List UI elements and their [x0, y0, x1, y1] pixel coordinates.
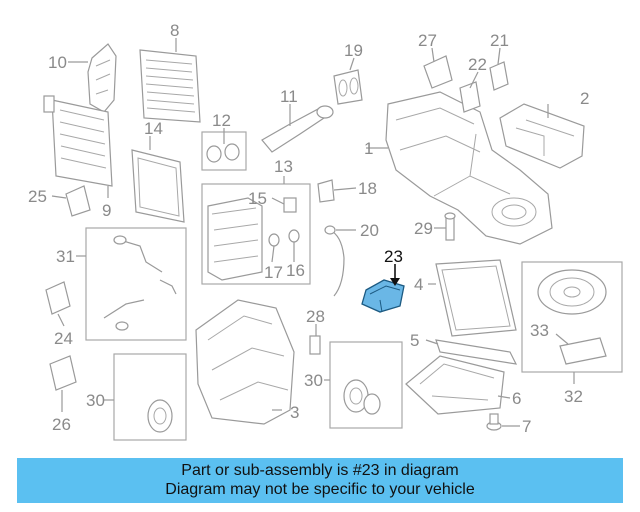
part-12-clips — [201, 131, 247, 171]
callout-6: 6 — [512, 389, 521, 408]
callout-28: 28 — [306, 307, 325, 326]
callout-8: 8 — [170, 21, 179, 40]
callout-22: 22 — [468, 55, 487, 74]
part-31-lines-group — [85, 227, 187, 341]
callout-18: 18 — [358, 179, 377, 198]
part-2-duct — [499, 103, 585, 169]
callout-27: 27 — [418, 31, 437, 50]
callout-14: 14 — [144, 119, 163, 138]
callout-15: 15 — [248, 189, 267, 208]
part-27-actuator — [423, 55, 453, 89]
callout-12: 12 — [212, 111, 231, 130]
part-25-bracket — [65, 185, 91, 217]
part-24-actuator — [45, 281, 71, 315]
part-20-tube — [324, 225, 345, 297]
disclaimer-banner: Part or sub-assembly is #23 in diagram D… — [17, 458, 623, 503]
part-1-hvac-housing — [385, 91, 553, 245]
callout-20: 20 — [360, 221, 379, 240]
callout-11: 11 — [280, 87, 298, 106]
callout-5: 5 — [410, 331, 419, 350]
part-9-core — [43, 95, 113, 187]
part-4-filter — [435, 259, 517, 337]
callout-21: 21 — [490, 31, 509, 50]
callout-23-highlighted: 23 — [384, 247, 403, 266]
part-32-blower-group — [521, 261, 623, 373]
callout-9: 9 — [102, 201, 111, 220]
callout-10: 10 — [48, 53, 67, 72]
part-23-arrowhead — [390, 278, 400, 286]
part-19-gasket — [333, 69, 363, 105]
part-14-filter — [131, 149, 185, 223]
part-21-actuator — [489, 61, 509, 91]
callout-labels: 1 2 3 4 5 6 7 8 9 10 11 12 13 14 15 16 1… — [28, 21, 589, 436]
callout-24: 24 — [54, 329, 73, 348]
callout-16: 16 — [286, 261, 305, 280]
callout-26: 26 — [52, 415, 71, 434]
callout-30-left: 30 — [86, 391, 105, 410]
part-7-screw — [486, 413, 502, 431]
callout-13: 13 — [274, 157, 293, 176]
callout-17: 17 — [264, 263, 283, 282]
part-28-sensor — [309, 335, 321, 355]
callout-2: 2 — [580, 89, 589, 108]
exploded-parts-diagram: 1 2 3 4 5 6 7 8 9 10 11 12 13 14 15 16 1… — [28, 21, 623, 441]
part-8-core — [139, 49, 201, 123]
callout-1: 1 — [364, 139, 373, 158]
callout-30-right: 30 — [304, 371, 323, 390]
callout-29: 29 — [414, 219, 433, 238]
part-29-sensor — [444, 212, 456, 241]
callout-4: 4 — [414, 275, 423, 294]
callout-7: 7 — [522, 417, 531, 436]
callout-33: 33 — [530, 321, 549, 340]
leader-lines — [51, 38, 575, 427]
part-5-cover — [435, 339, 518, 365]
part-6-tray — [405, 355, 505, 415]
part-11-pipe — [261, 105, 334, 153]
part-3-lower-housing — [195, 299, 295, 425]
callout-32: 32 — [564, 387, 583, 406]
part-10-bracket — [87, 43, 117, 113]
part-30-group-left — [113, 353, 187, 441]
part-26-actuator — [49, 355, 77, 391]
callout-3: 3 — [290, 403, 299, 422]
callout-31: 31 — [56, 247, 75, 266]
banner-line-2: Diagram may not be specific to your vehi… — [165, 481, 475, 498]
banner-line-1: Part or sub-assembly is #23 in diagram — [181, 462, 459, 479]
part-18-clip — [317, 179, 335, 203]
part-30-group-right — [329, 341, 403, 429]
part-22-actuator — [459, 81, 481, 113]
part-23-actuator-highlighted[interactable] — [361, 279, 405, 313]
part-13-evaporator-group — [201, 183, 311, 285]
callout-19: 19 — [344, 41, 363, 60]
callout-25: 25 — [28, 187, 47, 206]
